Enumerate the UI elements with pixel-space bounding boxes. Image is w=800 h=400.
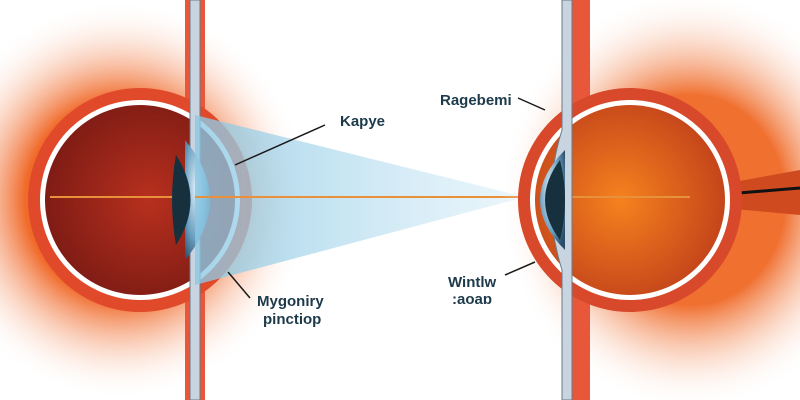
label-ragebemi: Ragebemi	[440, 92, 512, 109]
label-pinctiop: pinctiop	[263, 311, 322, 328]
label-mygoniry: Mygoniry	[257, 293, 324, 310]
label-wintlw: Wintlw	[448, 274, 497, 291]
label-kapye: Kapye	[340, 113, 386, 130]
pointer-arrows	[227, 97, 546, 299]
label-aoao: :aoaɒ	[452, 291, 493, 308]
light-beam	[195, 115, 525, 285]
right-eye	[500, 0, 800, 400]
